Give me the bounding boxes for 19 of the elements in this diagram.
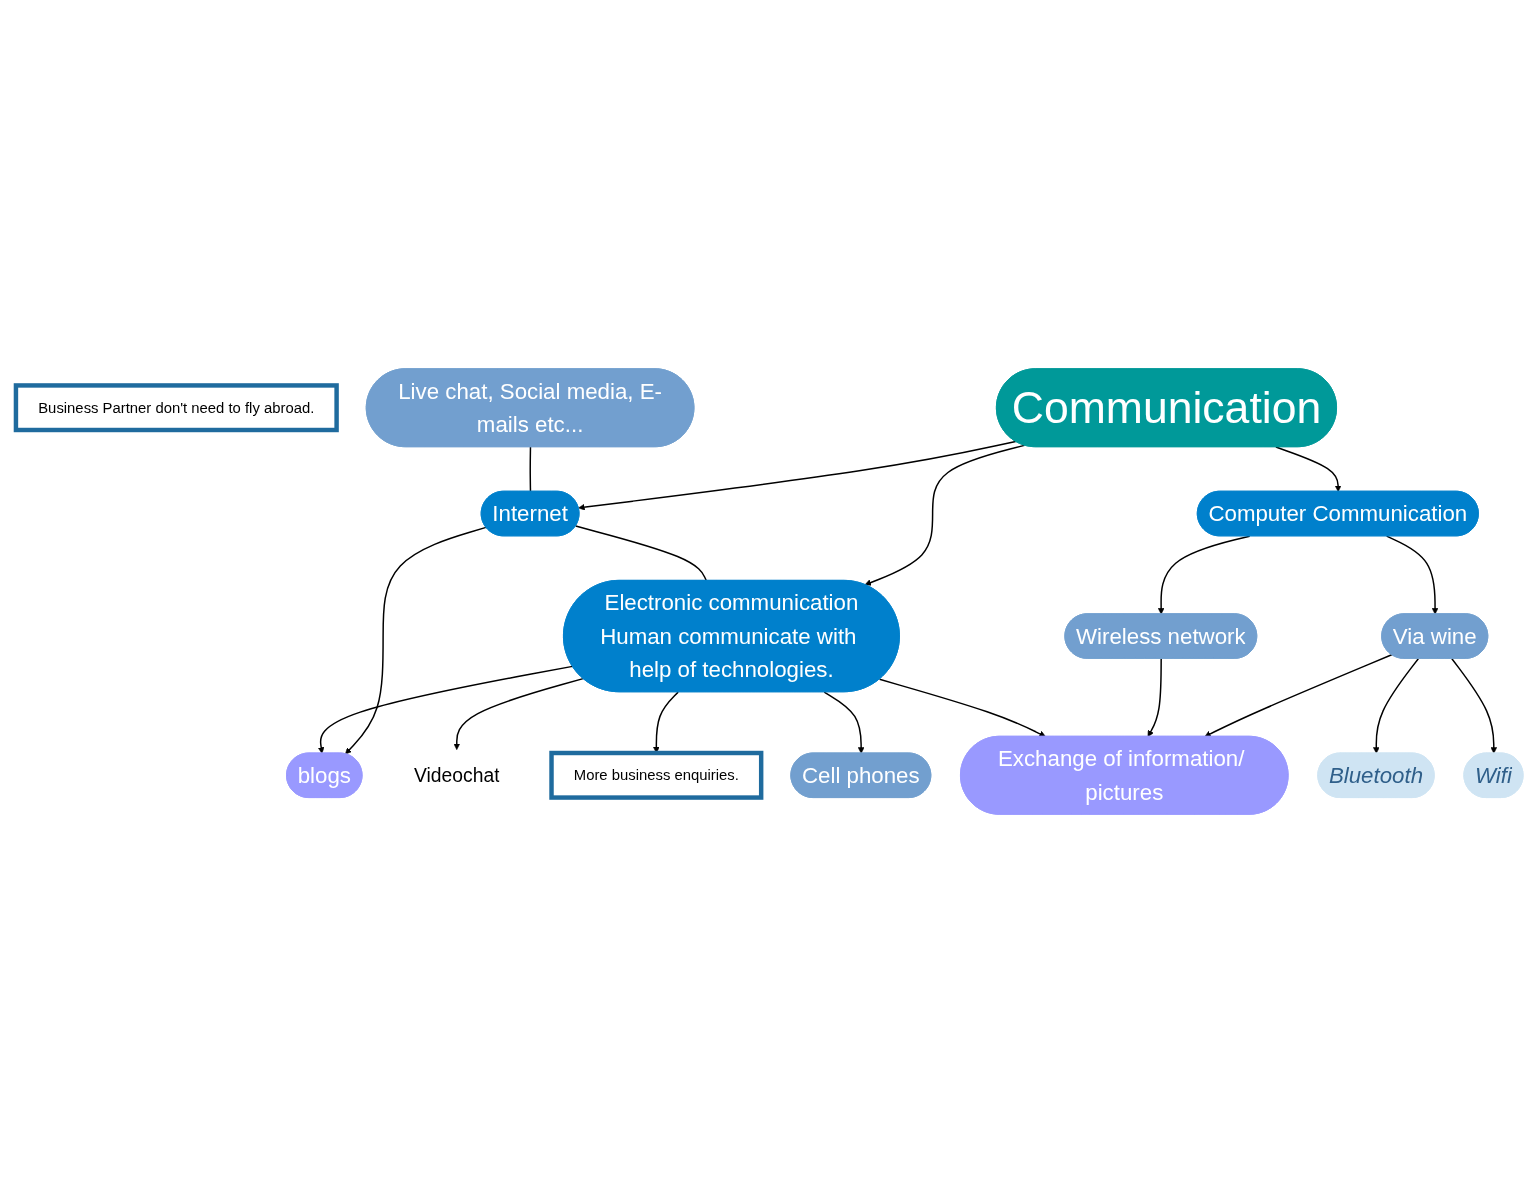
arrow: [317, 665, 574, 754]
arrow: [1451, 657, 1498, 754]
connector: [575, 525, 708, 582]
node-text: Videochat: [414, 763, 500, 787]
arrow: [345, 526, 487, 755]
arrow: [1373, 657, 1420, 754]
arrow: [453, 677, 584, 750]
arrow: [1157, 535, 1251, 615]
arrow: [1385, 535, 1439, 615]
arrow: [578, 440, 1017, 511]
arrow: [1147, 657, 1162, 737]
arrow: [823, 691, 865, 754]
arrow: [878, 678, 1046, 737]
node-box: More business enquiries.: [549, 750, 764, 800]
arrow: [864, 444, 1026, 586]
arrow: [1275, 446, 1342, 492]
node-box: Business Partner don't need to fly abroad.: [13, 383, 339, 433]
connector: [529, 446, 532, 493]
arrow: [1204, 654, 1393, 737]
